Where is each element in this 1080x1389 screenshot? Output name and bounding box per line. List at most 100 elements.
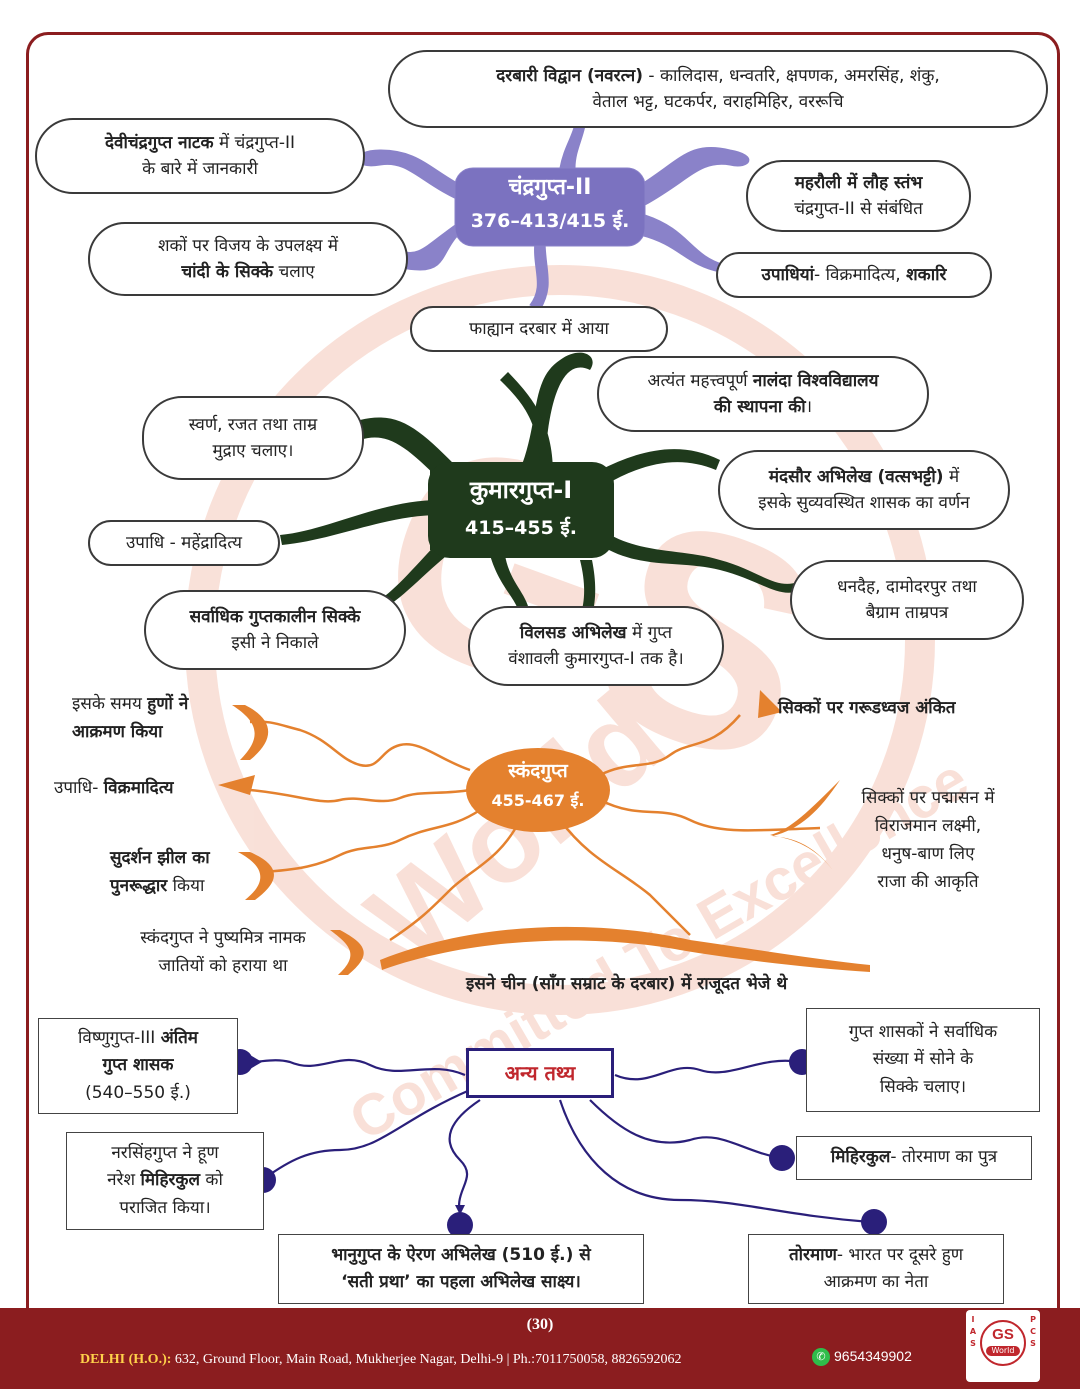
logo-gs: GS: [992, 1326, 1014, 1343]
logo-world: World: [986, 1346, 1020, 1356]
china-text: इसने चीन (साँग सम्राट के दरबार) में राजू…: [466, 974, 788, 994]
pushyamitra-text: स्कंदगुप्त ने पुष्यमित्र नामक जातियों को…: [112, 924, 334, 980]
huns-text: इसके समय हुणों ने आक्रमण किया: [72, 690, 188, 746]
bilsad-bold: विलसड अभिलेख: [519, 622, 627, 643]
dhanaidah-cloud: धनदैह, दामोदरपुर तथा बैग्राम ताम्रपत्र: [790, 560, 1024, 640]
toramana-rest: - भारत पर दूसरे हुण: [836, 1244, 964, 1265]
most-coins-bold: सर्वाधिक गुप्तकालीन सिक्के: [189, 606, 361, 627]
whatsapp-number: 9654349902: [834, 1348, 912, 1364]
footer-address: DELHI (H.O.): 632, Ground Floor, Main Ro…: [80, 1352, 682, 1368]
chandragupta-hub: चंद्रगुप्त-II 376–413/415 ई.: [455, 172, 645, 238]
vishnugupta-pre: विष्णुगुप्त-III: [78, 1028, 161, 1049]
mihirakula-box: मिहिरकुल- तोरमाण का पुत्र: [796, 1136, 1032, 1180]
narasimhagupta-bold: मिहिरकुल: [140, 1170, 201, 1191]
mandsaur-rest: में: [943, 466, 960, 487]
titles-bold2: शकारि: [906, 264, 947, 285]
sudarshan-bold: सुदर्शन झील का: [110, 848, 210, 868]
silver-line1: शकों पर विजय के उपलक्ष्य में: [157, 235, 339, 256]
navratna-bold: दरबारी विद्वान (नवरत्न): [496, 65, 644, 86]
nalanda-cloud: अत्यंत महत्त्वपूर्ण नालंदा विश्वविद्यालय…: [597, 356, 929, 432]
vishnugupta-line3: (540–550 ई.): [85, 1082, 191, 1103]
narasimhagupta-pre: नरेश: [107, 1170, 141, 1191]
mahendraditya-text: उपाधि - महेंद्रादित्य: [125, 532, 243, 553]
bilsad-rest: में गुप्त: [626, 622, 673, 643]
vikramaditya-pre: उपाधि-: [54, 778, 104, 798]
mahendraditya-cloud: उपाधि - महेंद्रादित्य: [88, 520, 280, 566]
huns-bold: हुणों ने: [147, 694, 189, 714]
gold-coins-line3: सिक्के चलाए।: [879, 1076, 967, 1097]
narasimhagupta-rest: को: [200, 1170, 223, 1191]
nalanda-post: ।: [805, 397, 813, 417]
skandagupta-hub: स्कंदगुप्त 455-467 ई.: [466, 756, 610, 816]
skandagupta-branches: [249, 714, 821, 942]
narasimhagupta-line1: नरसिंहगुप्त ने हूण: [111, 1143, 219, 1164]
devichandragupta-line2: के बारे में जानकारी: [142, 159, 258, 179]
bilsad-cloud: विलसड अभिलेख में गुप्त वंशावली कुमारगुप्…: [468, 606, 724, 686]
padmasana-line3: धनुष-बाण लिए: [881, 844, 975, 865]
bilsad-line2: वंशावली कुमारगुप्त-I तक है।: [508, 649, 684, 669]
fahien-text: फाह्यान दरबार में आया: [469, 318, 609, 339]
whatsapp-icon: ✆: [812, 1348, 830, 1367]
footer-whatsapp: ✆9654349902: [812, 1348, 912, 1367]
most-coins-line2: इसी ने निकाले: [231, 633, 319, 653]
sudarshan-text: सुदर्शन झील का पुनरूद्धार किया: [110, 844, 210, 900]
dhanaidah-line2: बैग्राम ताम्रपत्र: [865, 603, 949, 623]
toramana-line2: आक्रमण का नेता: [823, 1272, 929, 1292]
garuda-text: सिक्कों पर गरूडध्वज अंकित: [778, 698, 956, 718]
padmasana-line2: विराजमान लक्ष्मी,: [874, 816, 982, 837]
silver-coins-cloud: शकों पर विजय के उपलक्ष्य में चांदी के सि…: [88, 222, 408, 296]
gold-coins-box: गुप्त शासकों ने सर्वाधिक संख्या में सोने…: [806, 1008, 1040, 1112]
titles-bold: उपाधियां: [761, 264, 815, 285]
toramana-bold: तोरमाण: [788, 1244, 837, 1265]
titles-rest: - विक्रमादित्य,: [814, 264, 907, 285]
skandagupta-hub-title: स्कंदगुप्त: [508, 760, 568, 782]
footer: (30) DELHI (H.O.): 632, Ground Floor, Ma…: [0, 1308, 1080, 1389]
skandagupta-hub-years: 455-467 ई.: [491, 791, 585, 810]
nalanda-bold2: की स्थापना की: [713, 397, 806, 417]
mehrauli-line2: चंद्रगुप्त-II से संबंधित: [794, 199, 923, 219]
vishnugupta-box: विष्णुगुप्त-III अंतिम गुप्त शासक (540–55…: [38, 1018, 238, 1114]
padmasana-line4: राजा की आकृति: [877, 872, 979, 893]
logo-ring: GS World: [980, 1320, 1026, 1366]
sudarshan-bold2: पुनरूद्धार: [110, 876, 168, 897]
pushyamitra-line1: स्कंदगुप्त ने पुष्यमित्र नामक: [140, 928, 306, 948]
page-number: (30): [526, 1316, 554, 1333]
pushyamitra-line2: जातियों को हराया था: [158, 956, 288, 977]
kumaragupta-hub: कुमारगुप्त-I 415–455 ई.: [428, 470, 614, 546]
mandsaur-cloud: मंदसौर अभिलेख (वत्सभट्टी) में इसके सुव्य…: [718, 450, 1010, 530]
mehrauli-bold: महरौली में लौह स्तंभ: [794, 172, 923, 193]
mehrauli-cloud: महरौली में लौह स्तंभ चंद्रगुप्त-II से सं…: [746, 160, 971, 232]
padmasana-line1: सिक्कों पर पद्मासन में: [861, 788, 995, 808]
kumaragupta-hub-title: कुमारगुप्त-I: [469, 476, 573, 504]
nalanda-pre: अत्यंत महत्त्वपूर्ण: [647, 370, 753, 391]
vikramaditya-bold: विक्रमादित्य: [103, 778, 174, 798]
huns-bold2: आक्रमण किया: [72, 722, 163, 743]
metal-coins-cloud: स्वर्ण, रजत तथा ताम्र मुद्राए चलाए।: [142, 396, 364, 480]
footer-address-label: DELHI (H.O.):: [80, 1352, 172, 1367]
mandsaur-bold: मंदसौर अभिलेख (वत्सभट्टी): [768, 466, 944, 487]
bhanugupta-line1: भानुगुप्त के ऐरण अभिलेख (510 ई.) से: [331, 1244, 591, 1265]
devichandragupta-rest: में चंद्रगुप्त-II: [213, 132, 296, 153]
bhanugupta-box: भानुगुप्त के ऐरण अभिलेख (510 ई.) से ‘सती…: [278, 1234, 644, 1304]
titles-cloud: उपाधियां- विक्रमादित्य, शकारि: [716, 252, 992, 298]
mihirakula-rest: - तोरमाण का पुत्र: [890, 1147, 998, 1168]
devichandragupta-bold: देवीचंद्रगुप्त नाटक: [104, 132, 214, 153]
bhanugupta-line2: ‘सती प्रथा’ का पहला अभिलेख साक्ष्य।: [341, 1272, 581, 1292]
toramana-box: तोरमाण- भारत पर दूसरे हुण आक्रमण का नेता: [748, 1234, 1004, 1304]
navratna-cloud: दरबारी विद्वान (नवरत्न) - कालिदास, धन्वत…: [388, 50, 1048, 128]
metal-coins-line1: स्वर्ण, रजत तथा ताम्र: [188, 414, 318, 435]
gold-coins-line2: संख्या में सोने के: [872, 1049, 974, 1070]
chandragupta-hub-years: 376–413/415 ई.: [470, 210, 630, 232]
vishnugupta-bold: अंतिम: [160, 1028, 198, 1049]
narasimhagupta-box: नरसिंहगुप्त ने हूण नरेश मिहिरकुल को पराज…: [66, 1132, 264, 1230]
silver-bold: चांदी के सिक्के: [181, 262, 274, 282]
fahien-cloud: फाह्यान दरबार में आया: [410, 306, 668, 352]
chandragupta-branches: [357, 104, 750, 311]
sudarshan-rest: किया: [167, 876, 205, 897]
other-facts-hub: अन्य तथ्य: [466, 1048, 614, 1098]
footer-address-text: 632, Ground Floor, Main Road, Mukherjee …: [171, 1352, 682, 1367]
vikramaditya-text: उपाधि- विक्रमादित्य: [54, 774, 173, 802]
devichandragupta-cloud: देवीचंद्रगुप्त नाटक में चंद्रगुप्त-II के…: [35, 118, 365, 194]
